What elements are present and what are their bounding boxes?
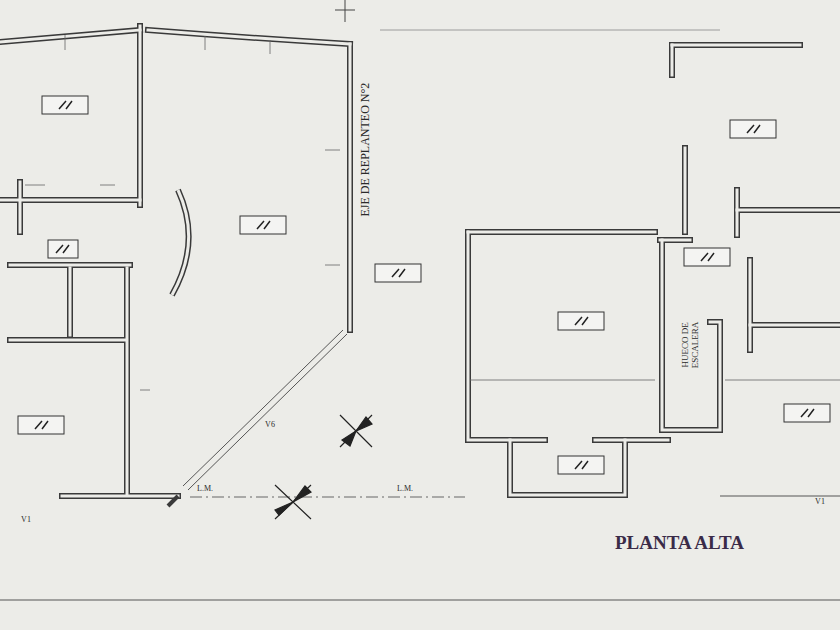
window-tag: V1 bbox=[19, 516, 33, 525]
boundary-label: L.M. bbox=[195, 485, 215, 494]
stair-label: HUECO DE ESCALERA bbox=[681, 313, 701, 377]
axis-label: EJE DE REPLANTEO N°2 bbox=[359, 81, 372, 219]
window-tag: V1 bbox=[813, 498, 827, 507]
window-tag: V6 bbox=[263, 421, 277, 430]
boundary-label: L.M. bbox=[395, 485, 415, 494]
plan-title: PLANTA ALTA bbox=[615, 532, 744, 554]
